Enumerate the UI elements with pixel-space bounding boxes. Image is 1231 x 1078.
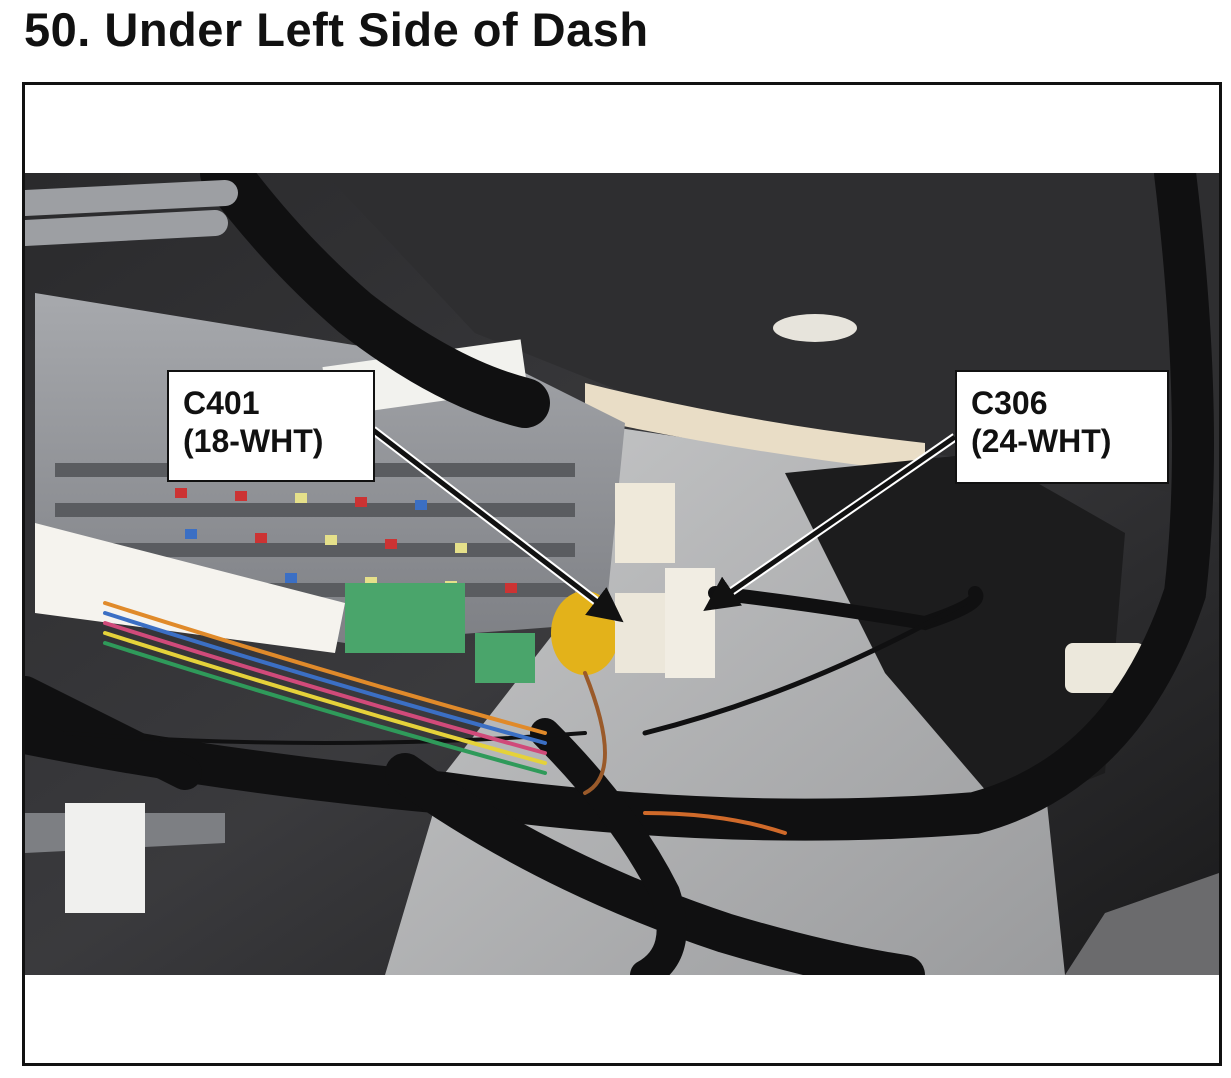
callout-c306-id: C306	[971, 385, 1048, 421]
figure-frame: C401 (18-WHT) C306 (24-WHT)	[22, 82, 1222, 1066]
callout-c306: C306 (24-WHT)	[955, 370, 1169, 484]
callout-c401-id: C401	[183, 385, 260, 421]
page-title: 50. Under Left Side of Dash	[24, 3, 649, 56]
callout-c401-spec: (18-WHT)	[183, 423, 324, 459]
callout-c401: C401 (18-WHT)	[167, 370, 375, 482]
dash-wiring-photo	[25, 173, 1219, 975]
callout-c306-spec: (24-WHT)	[971, 423, 1112, 459]
